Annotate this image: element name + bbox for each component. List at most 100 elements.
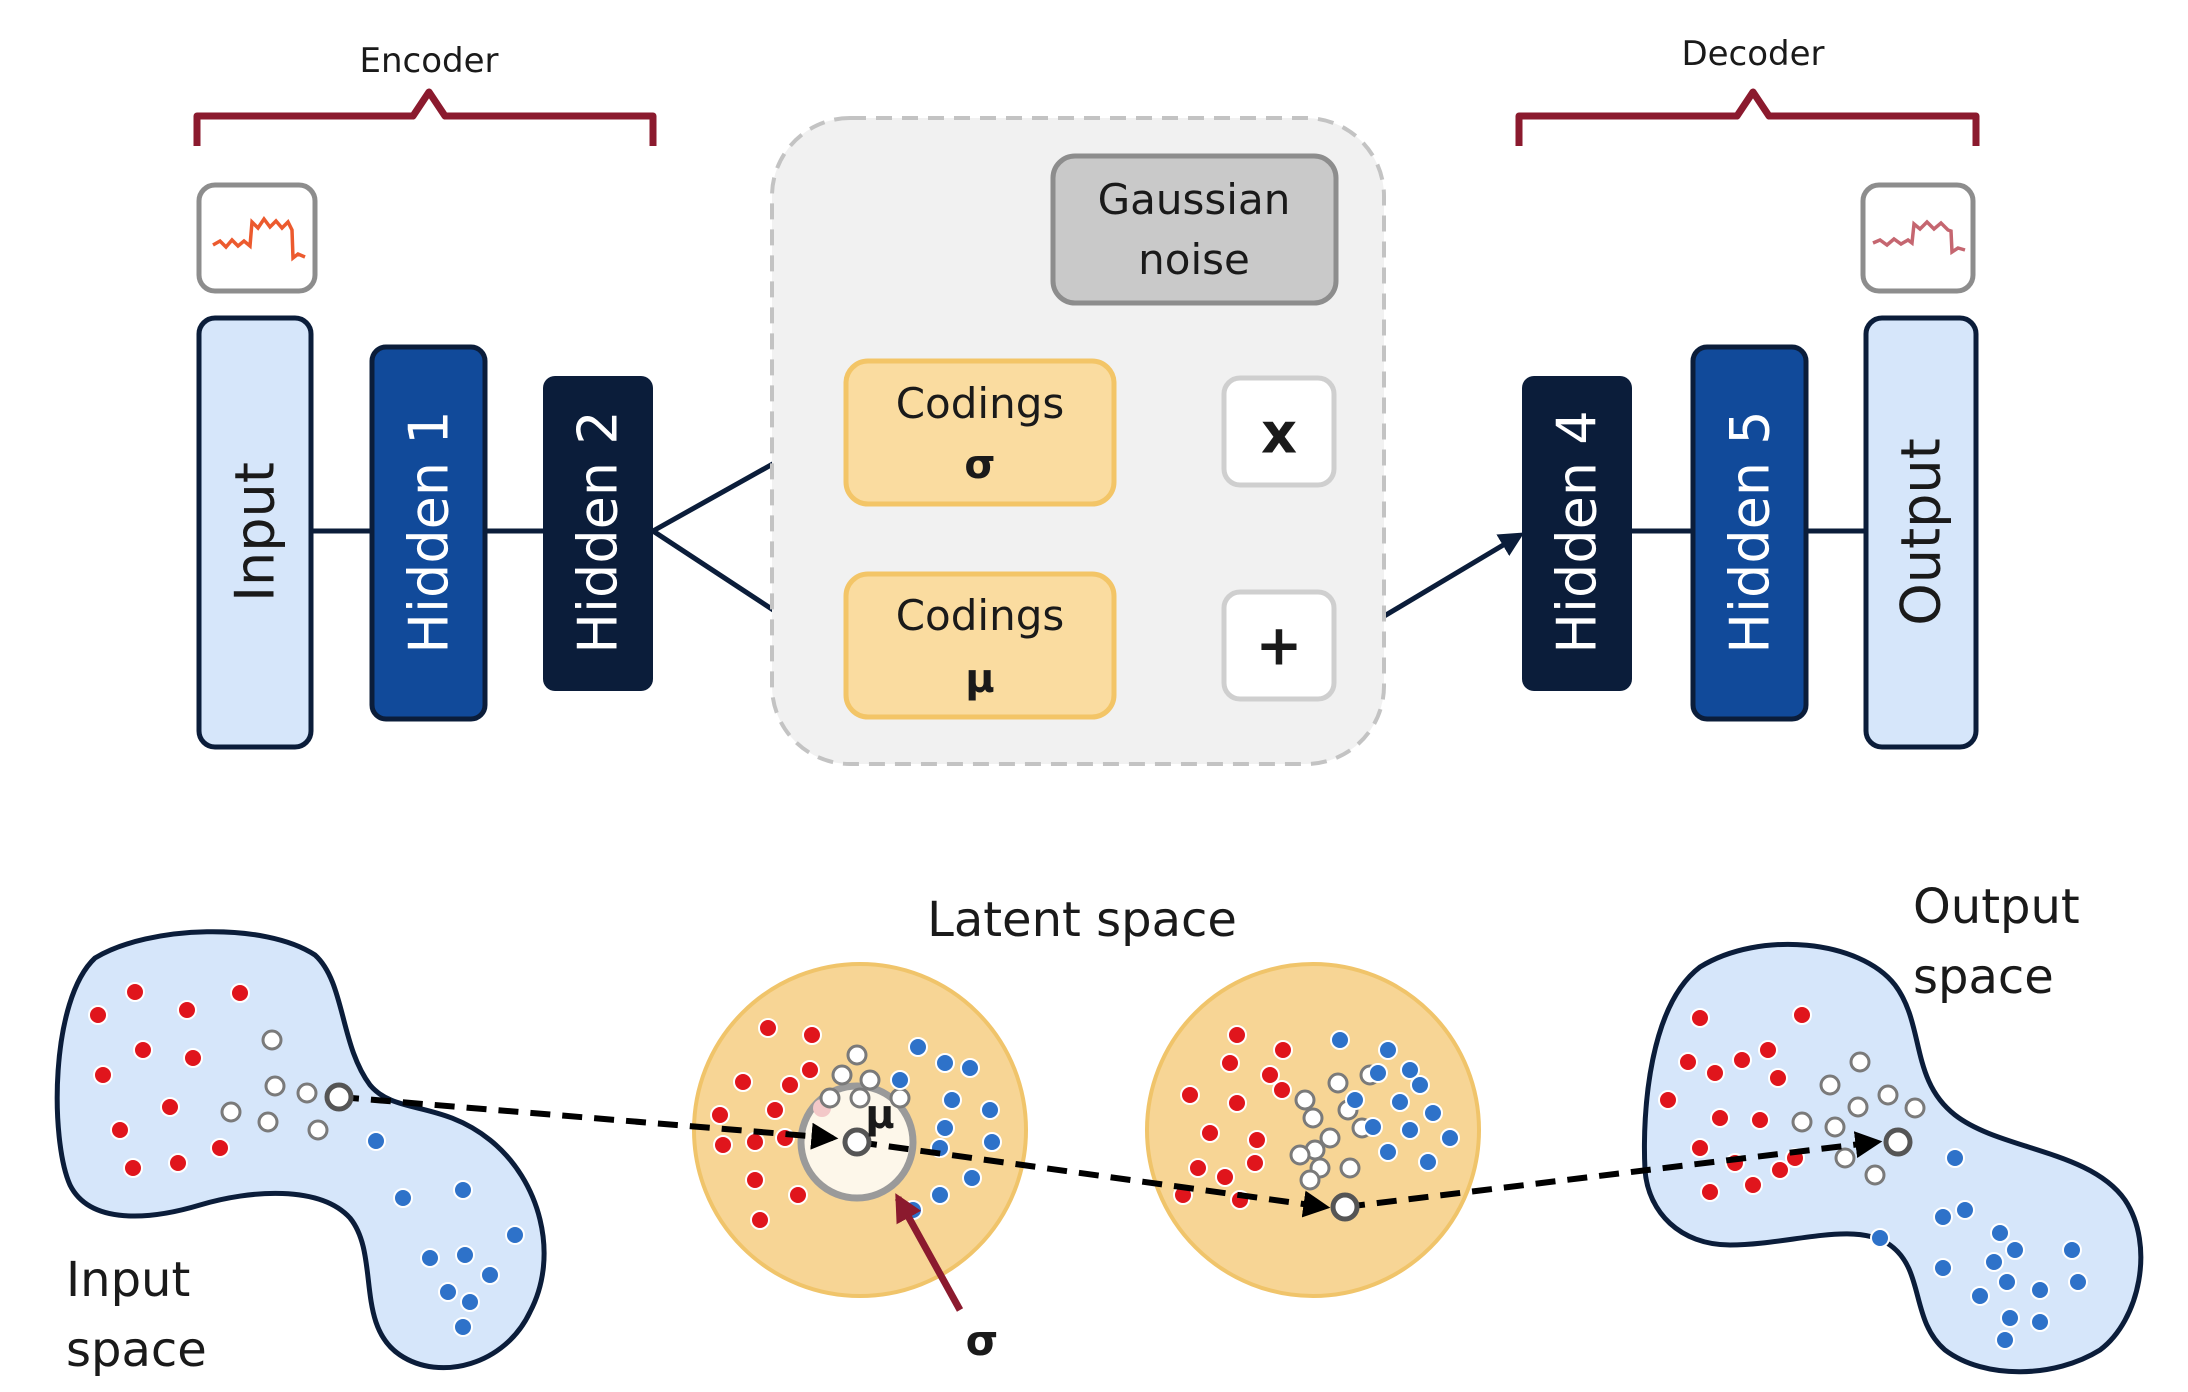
latent1-gray-point xyxy=(859,1069,881,1091)
input-red-point xyxy=(125,982,145,1002)
latent2-red-point xyxy=(1260,1065,1280,1085)
input-red-point xyxy=(123,1158,143,1178)
latent-circle-2 xyxy=(1145,962,1481,1298)
latent1-red-point xyxy=(780,1075,800,1095)
output-red-point xyxy=(1792,1005,1812,1025)
point-clouds xyxy=(88,982,2088,1350)
latent1-blue-point xyxy=(942,1090,962,1110)
latent1-blue-point xyxy=(908,1037,928,1057)
input-red-point xyxy=(168,1153,188,1173)
latent2-blue-point xyxy=(1363,1117,1383,1137)
latent2-blue-point xyxy=(1330,1030,1350,1050)
latent1-red-point xyxy=(745,1170,765,1190)
latent1-blue-point xyxy=(935,1118,955,1138)
latent2-gray-point xyxy=(1289,1144,1311,1166)
output-space-label-line2: space xyxy=(1913,949,2054,1005)
input-red-point xyxy=(160,1097,180,1117)
output-blue-point xyxy=(1984,1252,2004,1272)
output-blue-point xyxy=(1870,1228,1890,1248)
add-symbol: + xyxy=(1256,614,1303,679)
output-blue-point xyxy=(2000,1308,2020,1328)
input-red-point xyxy=(133,1040,153,1060)
latent1-red-point xyxy=(710,1105,730,1125)
output-space-region xyxy=(1641,941,2144,1375)
latent2-blue-point xyxy=(1390,1092,1410,1112)
output-gray-point xyxy=(1824,1116,1846,1138)
latent2-red-point xyxy=(1188,1158,1208,1178)
latent2-gray-point xyxy=(1294,1089,1316,1111)
latent2-blue-point xyxy=(1378,1142,1398,1162)
latent2-blue-point xyxy=(1410,1075,1430,1095)
latent1-red-point xyxy=(758,1018,778,1038)
input-red-point xyxy=(93,1065,113,1085)
layer-hidden5: Hidden 5 xyxy=(1690,344,1809,722)
input-red-point xyxy=(110,1120,130,1140)
output-blue-point xyxy=(1933,1258,1953,1278)
layer-output-label: Output xyxy=(1890,438,1953,626)
latent2-gray-point xyxy=(1319,1127,1341,1149)
latent-space-label: Latent space xyxy=(927,892,1237,948)
sigma-marker: σ xyxy=(966,1316,999,1365)
multiply-node: x xyxy=(1221,375,1337,488)
input-space-label-line1: Input xyxy=(66,1252,190,1308)
output-blue-point xyxy=(2068,1272,2088,1292)
output-gray-point xyxy=(1791,1111,1813,1133)
latent2-blue-point xyxy=(1400,1060,1420,1080)
input-space-label-line2: space xyxy=(66,1322,207,1378)
mu-marker: μ xyxy=(865,1092,894,1138)
output-blue-point xyxy=(2030,1312,2050,1332)
output-blue-point xyxy=(1945,1148,1965,1168)
output-gray-point xyxy=(1877,1084,1899,1106)
layer-hidden2: Hidden 2 xyxy=(543,376,653,691)
latent2-blue-point xyxy=(1418,1152,1438,1172)
output-gray-point xyxy=(1819,1074,1841,1096)
output-space-label-line1: Output xyxy=(1913,879,2080,935)
input-red-point xyxy=(88,1005,108,1025)
encoder-label: Encoder xyxy=(359,41,498,81)
latent2-red-point xyxy=(1227,1093,1247,1113)
output-blue-point xyxy=(1997,1272,2017,1292)
layer-hidden2-label: Hidden 2 xyxy=(567,410,630,653)
encoder-bracket xyxy=(193,88,657,146)
output-red-point xyxy=(1770,1160,1790,1180)
input-blue-point xyxy=(453,1180,473,1200)
output-red-point xyxy=(1758,1040,1778,1060)
latent2-gray-point xyxy=(1339,1157,1361,1179)
layer-input-label: Input xyxy=(224,462,287,602)
output-sample-point xyxy=(1883,1127,1913,1157)
output-red-point xyxy=(1710,1108,1730,1128)
gaussian-noise-line1: Gaussian xyxy=(1098,175,1291,224)
codings-sigma-title: Codings xyxy=(896,379,1065,428)
sigma-arrow xyxy=(894,1193,964,1312)
output-gray-point xyxy=(1834,1147,1856,1169)
latent1-blue-point xyxy=(960,1058,980,1078)
latent1-blue-point xyxy=(935,1053,955,1073)
latent2-red-point xyxy=(1200,1123,1220,1143)
layer-hidden4: Hidden 4 xyxy=(1522,376,1632,691)
input-blue-point xyxy=(438,1282,458,1302)
latent2-red-point xyxy=(1220,1053,1240,1073)
latent1-blue-point xyxy=(962,1168,982,1188)
latent2-red-point xyxy=(1245,1153,1265,1173)
layer-hidden1: Hidden 1 xyxy=(369,344,488,722)
output-blue-point xyxy=(2062,1240,2082,1260)
input-gray-point xyxy=(307,1119,329,1141)
input-blue-point xyxy=(505,1225,525,1245)
latent1-red-point xyxy=(713,1135,733,1155)
layer-input: Input xyxy=(196,315,314,750)
input-blue-point xyxy=(455,1245,475,1265)
input-gray-point xyxy=(220,1101,242,1123)
output-blue-point xyxy=(2030,1280,2050,1300)
gaussian-noise-box: Gaussian noise xyxy=(1050,153,1339,306)
codings-sigma-symbol: σ xyxy=(964,442,995,488)
decoder-label: Decoder xyxy=(1681,34,1824,74)
output-gray-point xyxy=(1904,1097,1926,1119)
output-gray-point xyxy=(1864,1164,1886,1186)
input-blue-point xyxy=(393,1188,413,1208)
latent2-blue-point xyxy=(1400,1120,1420,1140)
latent1-gray-point xyxy=(819,1087,841,1109)
latent2-red-point xyxy=(1215,1167,1235,1187)
latent1-red-point xyxy=(765,1100,785,1120)
output-red-point xyxy=(1732,1050,1752,1070)
